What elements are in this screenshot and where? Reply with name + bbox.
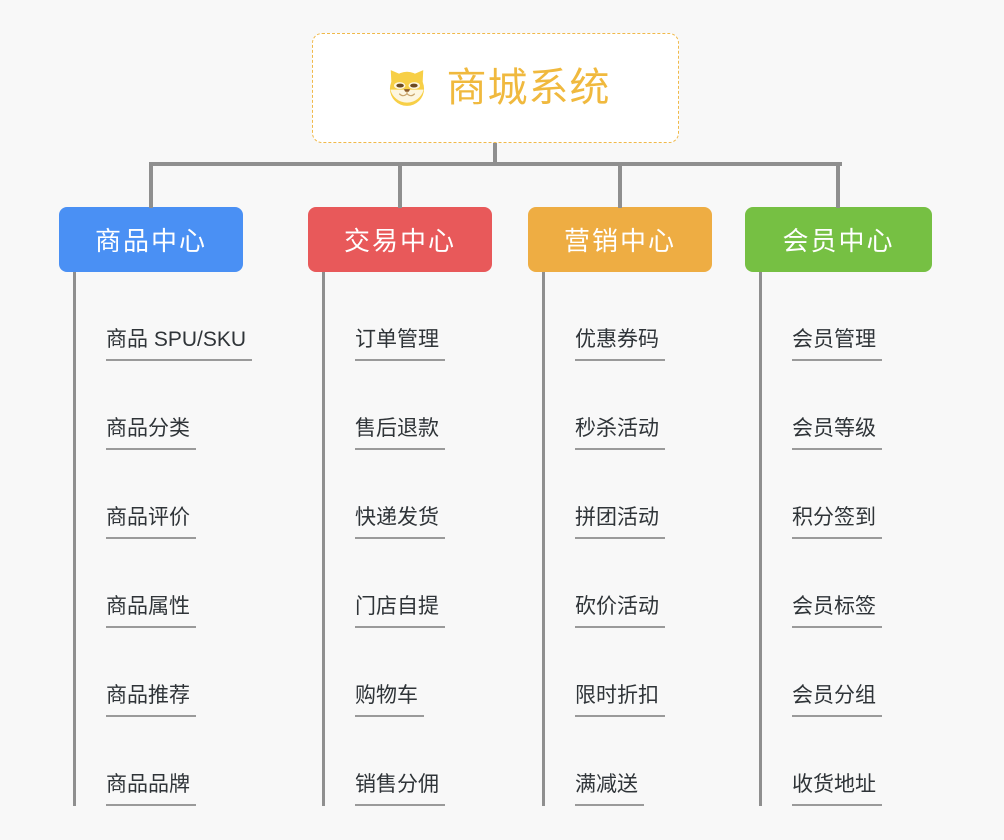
leaf-label: 会员分组	[792, 685, 882, 717]
branch-header-2[interactable]: 交易中心	[308, 207, 492, 272]
leaf-label: 砍价活动	[575, 596, 665, 628]
leaf-label: 快递发货	[355, 507, 445, 539]
leaf-label: 会员标签	[792, 596, 882, 628]
connector-drop-4	[836, 162, 840, 208]
leaf-label: 售后退款	[355, 418, 445, 450]
branch-items-3: 优惠券码秒杀活动拼团活动砍价活动限时折扣满减送	[542, 272, 712, 806]
leaf-node[interactable]: 售后退款	[325, 361, 492, 450]
leaf-node[interactable]: 门店自提	[325, 539, 492, 628]
leaf-node[interactable]: 商品分类	[76, 361, 243, 450]
branch-header-4[interactable]: 会员中心	[745, 207, 932, 272]
leaf-label: 购物车	[355, 685, 424, 717]
leaf-node[interactable]: 限时折扣	[545, 628, 712, 717]
leaf-label: 门店自提	[355, 596, 445, 628]
branch-column-4: 会员中心会员管理会员等级积分签到会员标签会员分组收货地址	[745, 207, 932, 806]
leaf-node[interactable]: 商品 SPU/SKU	[76, 272, 253, 361]
leaf-label: 销售分佣	[355, 774, 445, 806]
leaf-node[interactable]: 商品属性	[76, 539, 243, 628]
connector-root-stem	[493, 143, 497, 165]
leaf-label: 秒杀活动	[575, 418, 665, 450]
leaf-label: 商品 SPU/SKU	[106, 329, 253, 361]
leaf-label: 限时折扣	[575, 685, 665, 717]
leaf-node[interactable]: 会员等级	[762, 361, 932, 450]
leaf-node[interactable]: 优惠券码	[545, 272, 712, 361]
leaf-node[interactable]: 销售分佣	[325, 717, 492, 806]
branch-header-label: 会员中心	[782, 226, 895, 256]
root-title: 商城系统	[446, 66, 611, 110]
shiba-dog-icon	[381, 62, 433, 114]
branch-header-3[interactable]: 营销中心	[528, 207, 712, 272]
leaf-node[interactable]: 砍价活动	[545, 539, 712, 628]
branch-column-2: 交易中心订单管理售后退款快递发货门店自提购物车销售分佣	[308, 207, 492, 806]
leaf-node[interactable]: 拼团活动	[545, 450, 712, 539]
connector-horizontal-bar	[149, 162, 842, 166]
branch-header-label: 商品中心	[94, 226, 207, 256]
connector-drop-3	[618, 162, 622, 208]
leaf-label: 拼团活动	[575, 507, 665, 539]
branch-items-4: 会员管理会员等级积分签到会员标签会员分组收货地址	[759, 272, 932, 806]
leaf-node[interactable]: 满减送	[545, 717, 712, 806]
leaf-label: 优惠券码	[575, 329, 665, 361]
leaf-label: 收货地址	[792, 774, 882, 806]
leaf-node[interactable]: 商品推荐	[76, 628, 243, 717]
leaf-label: 订单管理	[355, 329, 445, 361]
root-node[interactable]: 商城系统	[312, 33, 679, 143]
leaf-node[interactable]: 收货地址	[762, 717, 932, 806]
connector-drop-2	[398, 162, 402, 208]
branch-column-1: 商品中心商品 SPU/SKU 商品分类商品评价商品属性商品推荐商品品牌	[59, 207, 253, 806]
branch-column-3: 营销中心优惠券码秒杀活动拼团活动砍价活动限时折扣满减送	[528, 207, 712, 806]
leaf-node[interactable]: 购物车	[325, 628, 492, 717]
leaf-node[interactable]: 商品评价	[76, 450, 243, 539]
leaf-label: 商品属性	[106, 596, 196, 628]
leaf-node[interactable]: 会员标签	[762, 539, 932, 628]
leaf-node[interactable]: 秒杀活动	[545, 361, 712, 450]
leaf-label: 商品推荐	[106, 685, 196, 717]
branch-header-label: 交易中心	[343, 226, 456, 256]
leaf-label: 会员管理	[792, 329, 882, 361]
leaf-node[interactable]: 快递发货	[325, 450, 492, 539]
branch-header-label: 营销中心	[563, 226, 676, 256]
leaf-node[interactable]: 订单管理	[325, 272, 492, 361]
leaf-label: 满减送	[575, 774, 644, 806]
leaf-label: 会员等级	[792, 418, 882, 450]
leaf-label: 商品品牌	[106, 774, 196, 806]
leaf-node[interactable]: 商品品牌	[76, 717, 243, 806]
leaf-node[interactable]: 积分签到	[762, 450, 932, 539]
leaf-label: 商品分类	[106, 418, 196, 450]
branch-items-2: 订单管理售后退款快递发货门店自提购物车销售分佣	[322, 272, 492, 806]
branch-header-1[interactable]: 商品中心	[59, 207, 243, 272]
branch-items-1: 商品 SPU/SKU 商品分类商品评价商品属性商品推荐商品品牌	[73, 272, 253, 806]
leaf-label: 积分签到	[792, 507, 882, 539]
connector-drop-1	[149, 162, 153, 208]
leaf-node[interactable]: 会员分组	[762, 628, 932, 717]
leaf-label: 商品评价	[106, 507, 196, 539]
leaf-node[interactable]: 会员管理	[762, 272, 932, 361]
